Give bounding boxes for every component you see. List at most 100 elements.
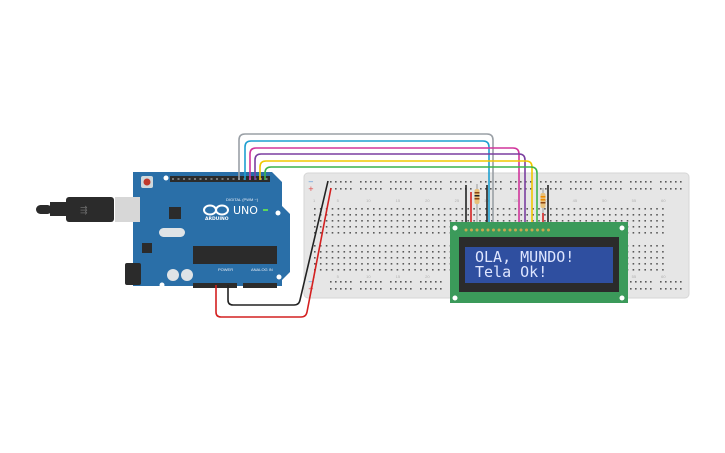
breadboard-hole xyxy=(670,281,672,283)
resistor[interactable] xyxy=(474,184,480,230)
breadboard-hole xyxy=(443,208,446,210)
breadboard-hole xyxy=(479,214,481,216)
lcd-pin[interactable] xyxy=(503,228,506,232)
breadboard-hole xyxy=(538,214,540,216)
breadboard-hole xyxy=(395,188,397,190)
lcd-pin[interactable] xyxy=(486,228,490,232)
breadboard-hole xyxy=(610,181,612,183)
breadboard-hole xyxy=(470,188,472,190)
breadboard-hole xyxy=(314,263,316,265)
lcd-pin[interactable] xyxy=(481,228,484,232)
wire-yellow[interactable] xyxy=(259,160,533,230)
breadboard-hole xyxy=(443,257,446,259)
header-pin[interactable] xyxy=(221,178,224,180)
header-pin[interactable] xyxy=(227,178,229,180)
breadboard-hole xyxy=(390,251,393,253)
lcd-module[interactable]: OLA, MUNDO! Tela Ok! xyxy=(450,222,628,303)
breadboard-hole xyxy=(485,188,487,190)
breadboard-hole xyxy=(662,269,664,271)
breadboard-hole xyxy=(432,214,434,216)
breadboard-hole xyxy=(567,208,570,210)
wire-green[interactable] xyxy=(264,166,538,230)
header-pin[interactable] xyxy=(172,178,174,180)
wire-blue[interactable] xyxy=(244,140,490,230)
header-pin[interactable] xyxy=(260,178,262,180)
breadboard-hole xyxy=(395,281,397,283)
breadboard-hole xyxy=(455,208,458,210)
breadboard-hole xyxy=(396,226,399,228)
breadboard-hole xyxy=(343,245,346,247)
breadboard-hole xyxy=(319,220,322,222)
breadboard-hole xyxy=(575,181,577,183)
breadboard-hole xyxy=(579,220,582,222)
breadboard-hole xyxy=(544,220,546,222)
lcd-pin[interactable] xyxy=(497,228,501,232)
lcd-pin[interactable] xyxy=(475,228,479,232)
lcd-pin[interactable] xyxy=(508,228,512,232)
resistor[interactable] xyxy=(540,188,546,213)
wire-red-5v[interactable] xyxy=(215,187,332,318)
breadboard-hole xyxy=(367,269,369,271)
usb-cable[interactable]: ⇶ xyxy=(36,197,114,222)
breadboard-hole xyxy=(640,181,642,183)
breadboard-hole xyxy=(514,220,517,222)
breadboard-hole xyxy=(400,188,402,190)
header-pin[interactable] xyxy=(232,178,235,180)
lcd-pin[interactable] xyxy=(519,228,523,232)
lcd-pin[interactable] xyxy=(514,228,517,232)
breadboard-hole xyxy=(620,208,623,210)
breadboard-hole xyxy=(605,188,607,190)
breadboard-hole xyxy=(361,214,363,216)
breadboard-hole xyxy=(632,269,635,271)
header-pin[interactable] xyxy=(188,178,191,180)
lcd-pin[interactable] xyxy=(547,228,550,232)
lcd-pin[interactable] xyxy=(530,228,534,232)
breadboard-hole xyxy=(319,269,322,271)
breadboard-hole xyxy=(632,263,635,265)
header-pin[interactable] xyxy=(183,178,185,180)
wire-pink[interactable] xyxy=(249,147,520,230)
header-pin[interactable] xyxy=(265,178,268,180)
breadboard-hole xyxy=(644,214,646,216)
breadboard-hole xyxy=(443,269,446,271)
header-pin[interactable] xyxy=(210,178,213,180)
breadboard-hole xyxy=(396,269,399,271)
wire-gray[interactable] xyxy=(238,133,494,230)
breadboard-hole xyxy=(319,263,322,265)
breadboard-hole xyxy=(626,214,629,216)
breadboard-hole xyxy=(408,263,410,265)
breadboard-hole xyxy=(603,220,605,222)
breadboard-hole xyxy=(331,214,334,216)
breadboard-hole xyxy=(414,208,416,210)
breadboard-hole xyxy=(408,251,410,253)
breadboard-hole xyxy=(467,214,469,216)
lcd-pin[interactable] xyxy=(541,228,545,232)
breadboard-hole xyxy=(665,181,667,183)
breadboard-hole xyxy=(440,288,442,290)
breadboard-hole xyxy=(662,226,664,228)
lcd-pin[interactable] xyxy=(492,228,495,232)
wire-purple[interactable] xyxy=(254,153,526,230)
header-pin[interactable] xyxy=(177,178,180,180)
header-pin[interactable] xyxy=(205,178,207,180)
breadboard-hole xyxy=(331,232,334,234)
header-pin[interactable] xyxy=(194,178,196,180)
breadboard-hole xyxy=(449,214,452,216)
lcd-pin[interactable] xyxy=(464,228,468,232)
lcd-pin[interactable] xyxy=(525,228,528,232)
header-pin[interactable] xyxy=(199,178,202,180)
breadboard-hole xyxy=(502,220,505,222)
breadboard-hole xyxy=(331,226,334,228)
breadboard-hole xyxy=(325,220,328,222)
breadboard-hole xyxy=(638,257,641,259)
breadboard-hole xyxy=(335,288,337,290)
breadboard-hole xyxy=(408,220,410,222)
breadboard-hole xyxy=(610,188,612,190)
lcd-pin[interactable] xyxy=(470,228,473,232)
breadboard-hole xyxy=(361,220,363,222)
breadboard-hole xyxy=(479,220,481,222)
arduino-uno[interactable]: DIGITAL (PWM ~) ARDUINO UNO POWER ANALOG… xyxy=(115,172,290,288)
lcd-pin[interactable] xyxy=(536,228,539,232)
header-pin[interactable] xyxy=(216,178,218,180)
wire-black-gnd[interactable] xyxy=(227,180,329,306)
